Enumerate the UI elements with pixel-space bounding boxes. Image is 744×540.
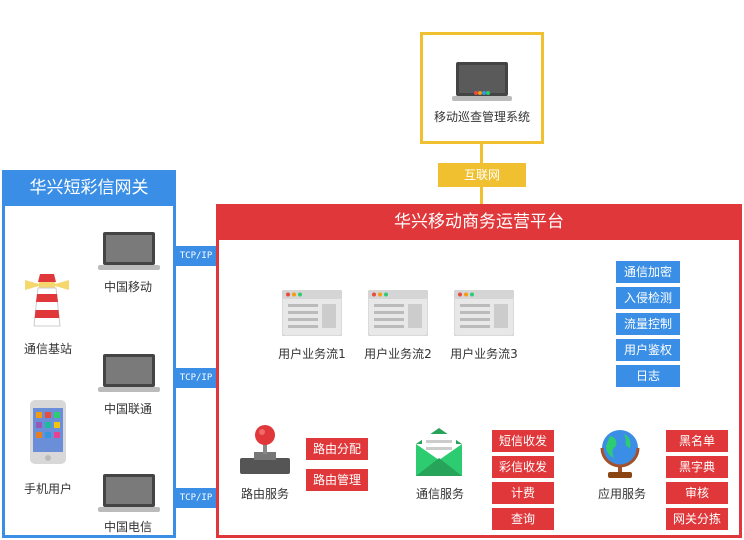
monitor-system-box [420,32,544,144]
intrusion-detection-button[interactable]: 入侵检测 [616,287,680,309]
comm-service-label: 通信服务 [415,487,464,501]
audit-button[interactable]: 审核 [666,482,728,504]
route-manage-button[interactable]: 路由管理 [306,469,368,491]
globe-icon [600,430,640,478]
sms-button[interactable]: 短信收发 [492,430,554,452]
lighthouse-icon [25,274,69,327]
gateway-sort-button[interactable]: 网关分拣 [666,508,728,530]
tcp-label: TCP/IP [176,370,216,386]
routing-service-label: 路由服务 [240,487,289,501]
route-assign-button[interactable]: 路由分配 [306,438,368,460]
gateway-title: 华兴短彩信网关 [2,170,176,206]
encryption-button[interactable]: 通信加密 [616,261,680,283]
browser-window-icon [454,290,514,336]
query-button[interactable]: 查询 [492,508,554,530]
blacklist-button[interactable]: 黑名单 [666,430,728,452]
joystick-icon [240,425,290,474]
mobile-user-label: 手机用户 [23,482,72,496]
browser-window-icon [368,290,428,336]
carrier-mobile-label: 中国移动 [103,280,152,294]
log-button[interactable]: 日志 [616,365,680,387]
user-auth-button[interactable]: 用户鉴权 [616,339,680,361]
platform-panel [216,204,742,538]
carrier-unicom-label: 中国联通 [103,402,152,416]
flow-label: 用户业务流1 [278,347,346,361]
billing-button[interactable]: 计费 [492,482,554,504]
laptop-icon [98,232,160,270]
browser-window-icon [282,290,342,336]
mms-button[interactable]: 彩信收发 [492,456,554,478]
black-dictionary-button[interactable]: 黑字典 [666,456,728,478]
internet-tag: 互联网 [438,163,526,187]
carrier-telecom-label: 中国电信 [103,520,152,534]
phone-icon [30,400,66,464]
base-station-label: 通信基站 [23,342,72,356]
laptop-icon [98,474,160,512]
monitor-system-label: 移动巡查管理系统 [433,110,530,124]
tcp-label: TCP/IP [176,490,216,506]
tcp-label: TCP/IP [176,248,216,264]
laptop-icon [98,354,160,392]
platform-title: 华兴移动商务运营平台 [216,204,742,240]
flow-label: 用户业务流3 [450,347,518,361]
traffic-control-button[interactable]: 流量控制 [616,313,680,335]
app-service-label: 应用服务 [597,487,646,501]
laptop-icon [452,62,512,101]
envelope-icon [416,428,462,476]
flow-label: 用户业务流2 [364,347,432,361]
